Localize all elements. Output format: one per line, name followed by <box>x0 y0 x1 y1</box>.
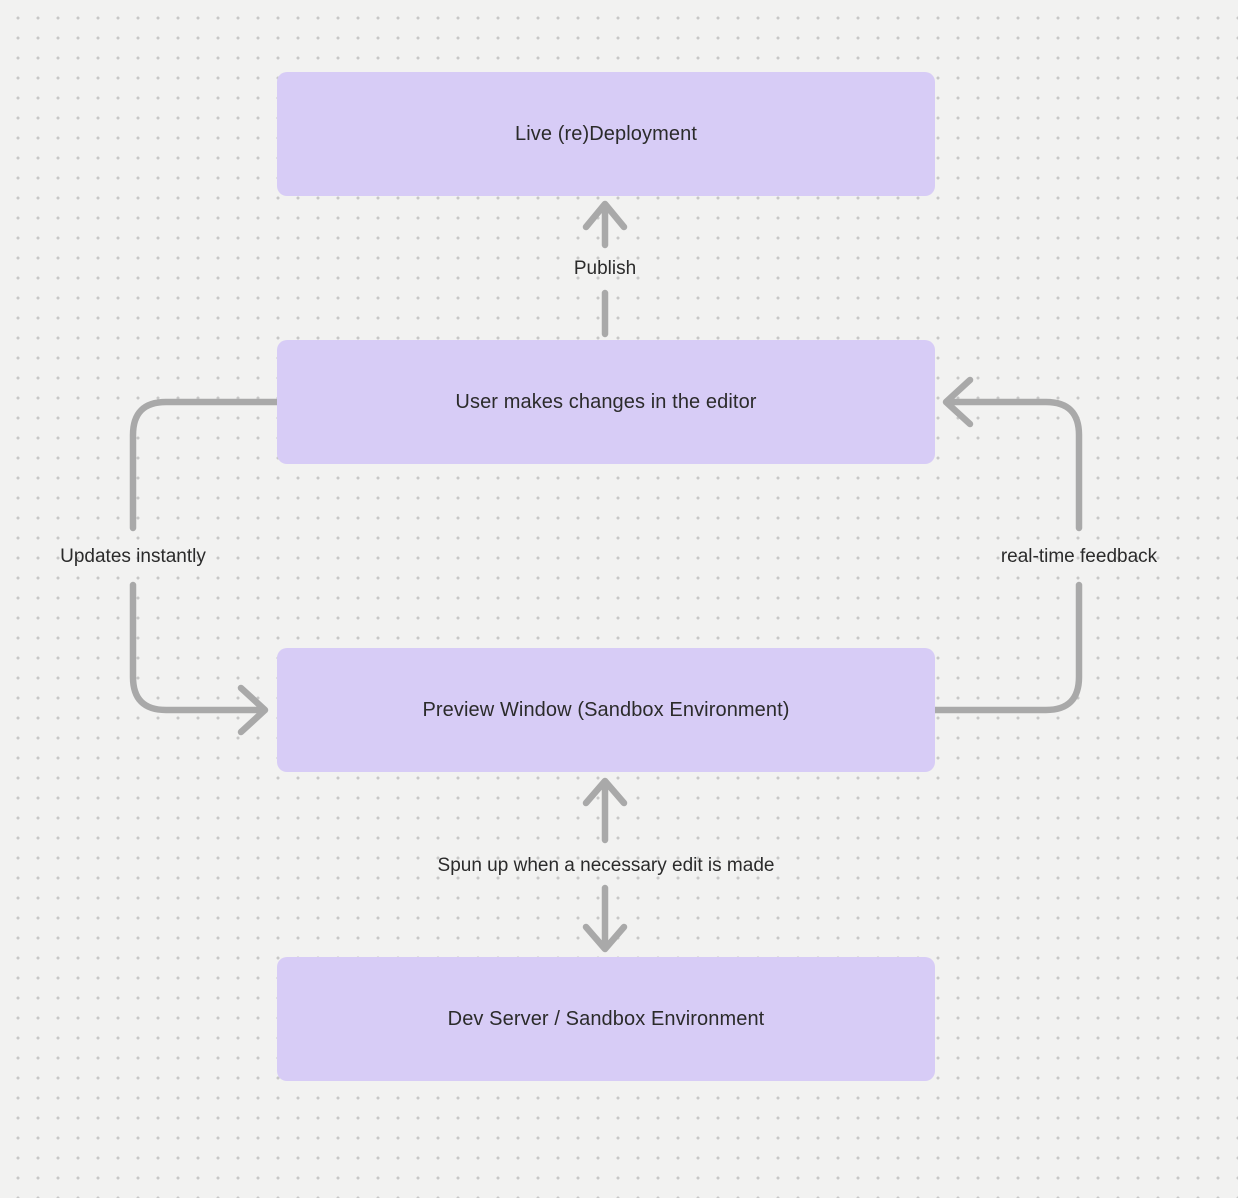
node-live-redeployment-label: Live (re)Deployment <box>515 122 697 145</box>
node-user-editor-label: User makes changes in the editor <box>455 390 757 413</box>
node-dev-server-label: Dev Server / Sandbox Environment <box>447 1007 765 1030</box>
edge-label-spun-up: Spun up when a necessary edit is made <box>437 855 775 876</box>
edge-label-publish: Publish <box>573 258 637 279</box>
spun-up-arrow-up <box>582 777 628 844</box>
node-user-editor[interactable]: User makes changes in the editor <box>277 340 935 464</box>
node-preview-window-label: Preview Window (Sandbox Environment) <box>422 698 790 721</box>
edge-label-realtime-feedback: real-time feedback <box>1000 546 1158 567</box>
node-live-redeployment[interactable]: Live (re)Deployment <box>277 72 935 196</box>
edge-label-updates-instantly: Updates instantly <box>60 546 206 567</box>
node-dev-server[interactable]: Dev Server / Sandbox Environment <box>277 957 935 1081</box>
spun-up-arrow-down <box>582 884 628 953</box>
node-preview-window[interactable]: Preview Window (Sandbox Environment) <box>277 648 935 772</box>
